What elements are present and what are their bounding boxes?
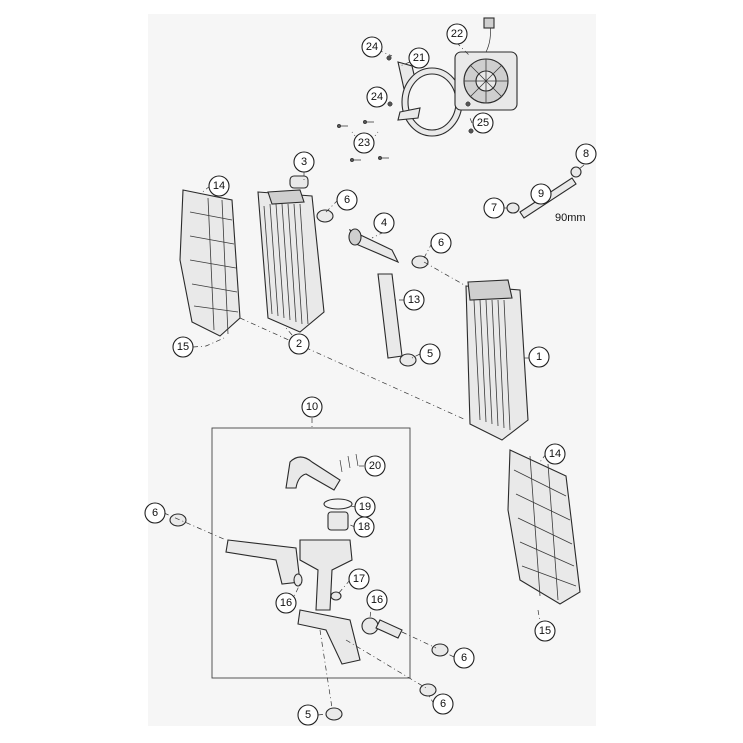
callout: 23 [353,132,375,154]
callout-label: 14 [549,448,561,460]
callout-label: 6 [152,507,158,519]
callout-label: 2 [296,338,302,350]
callout: 22 [446,23,468,45]
right-radiator-guard-part [507,449,581,605]
callout-label: 6 [438,237,444,249]
callout: 14 [208,175,230,197]
callout-label: 16 [280,597,292,609]
callout-label: 3 [301,156,307,168]
callout: 6 [453,647,475,669]
callout: 6 [144,502,166,524]
callout: 15 [534,620,556,642]
callout-label: 14 [213,180,225,192]
callout: 5 [419,343,441,365]
callout: 15 [172,336,194,358]
callout: 16 [275,592,297,614]
callout-label: 8 [583,148,589,160]
callout: 9 [530,183,552,205]
callout-label: 17 [353,573,365,585]
callout-label: 10 [306,401,318,413]
hose-length-label: 90mm [555,212,586,224]
callout-label: 16 [371,594,383,606]
fan-unit-part [454,17,518,111]
callout-label: 24 [371,91,383,103]
left-radiator-guard-part [179,189,241,337]
callout-label: 20 [369,460,381,472]
callout: 14 [544,443,566,465]
callout-layer: 1 2 3 4 5 5 6 6 6 6 6 7 8 9 10 13 14 14 … [144,23,597,726]
callout: 6 [432,693,454,715]
callout-label: 6 [461,652,467,664]
fan-screws [336,55,474,163]
kit-parts [225,453,403,665]
callout: 4 [373,212,395,234]
callout-label: 4 [381,217,387,229]
callout: 16 [366,589,388,611]
hose-connector-part [348,228,400,264]
callout: 20 [364,455,386,477]
callout-label: 13 [408,294,420,306]
callout: 8 [575,143,597,165]
callout: 6 [336,189,358,211]
callout: 21 [408,47,430,69]
left-radiator-part [257,175,325,333]
clamp-parts [169,166,582,721]
callout: 6 [430,232,452,254]
callout-label: 9 [538,188,544,200]
callout: 25 [472,112,494,134]
callout-label: 23 [358,137,370,149]
callout-label: 6 [344,194,350,206]
callout: 18 [353,516,375,538]
callout-label: 15 [177,341,189,353]
callout: 24 [361,36,383,58]
callout: 10 [301,396,323,418]
callout-label: 5 [427,348,433,360]
callout: 17 [348,568,370,590]
callout-label: 7 [491,202,497,214]
callout-label: 24 [366,41,378,53]
callout-label: 22 [451,28,463,40]
callout: 1 [528,346,550,368]
callout: 3 [293,151,315,173]
callout: 2 [288,333,310,355]
callout: 5 [297,704,319,726]
callout-label: 1 [536,351,542,363]
fan-bracket-part [397,61,463,137]
callout-label: 6 [440,698,446,710]
callout-label: 19 [359,501,371,513]
callout: 19 [354,496,376,518]
callout-label: 25 [477,117,489,129]
callout-label: 15 [539,625,551,637]
callout-label: 5 [305,709,311,721]
callout-label: 21 [413,52,425,64]
callout: 7 [483,197,505,219]
kit-frame [211,427,411,679]
right-radiator-part [465,279,529,441]
callout: 13 [403,289,425,311]
callout: 24 [366,86,388,108]
callout-label: 18 [358,521,370,533]
